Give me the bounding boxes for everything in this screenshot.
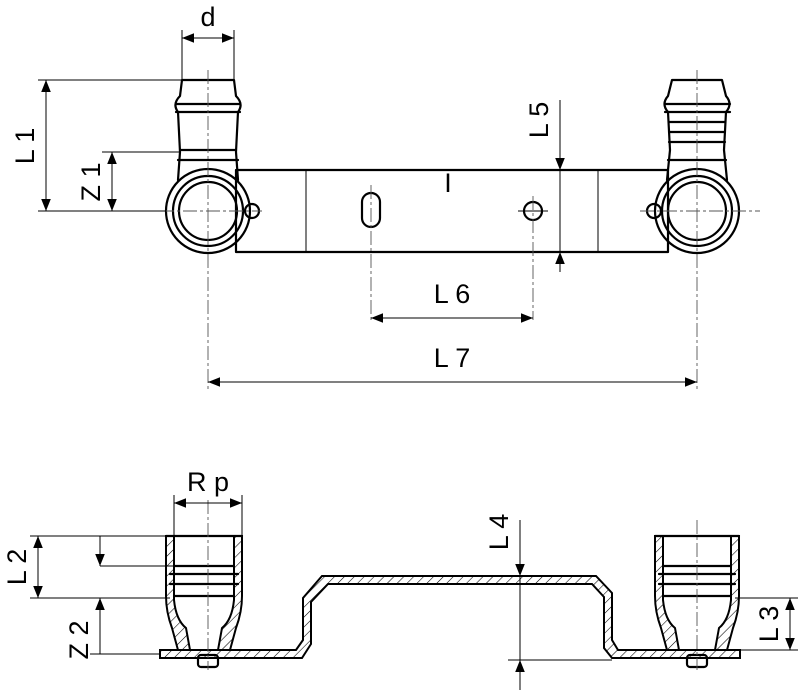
dim-label-L4: L 4 xyxy=(484,514,514,551)
left-fitting-top xyxy=(160,70,262,390)
top-view: I xyxy=(10,2,760,390)
dim-label-L7: L 7 xyxy=(434,343,471,373)
mounting-plate xyxy=(234,168,670,254)
bracket-section xyxy=(159,575,741,659)
dim-label-Rp: R p xyxy=(187,467,229,497)
right-socket-side xyxy=(653,520,741,670)
side-view: R p L 2 Z 2 L 4 L 3 xyxy=(2,467,798,690)
dim-label-L1: L 1 xyxy=(10,128,40,165)
dim-label-Z1: Z 1 xyxy=(76,162,106,201)
dim-label-L5: L 5 xyxy=(524,102,554,139)
right-fitting-top xyxy=(640,70,760,390)
dim-label-L6: L 6 xyxy=(434,279,471,309)
dim-label-d: d xyxy=(200,2,215,32)
dim-label-L2: L 2 xyxy=(2,549,32,586)
dim-label-L3: L 3 xyxy=(754,606,784,643)
plate-marker: I xyxy=(444,168,452,198)
left-socket-side xyxy=(164,500,244,670)
dim-label-Z2: Z 2 xyxy=(64,620,94,659)
